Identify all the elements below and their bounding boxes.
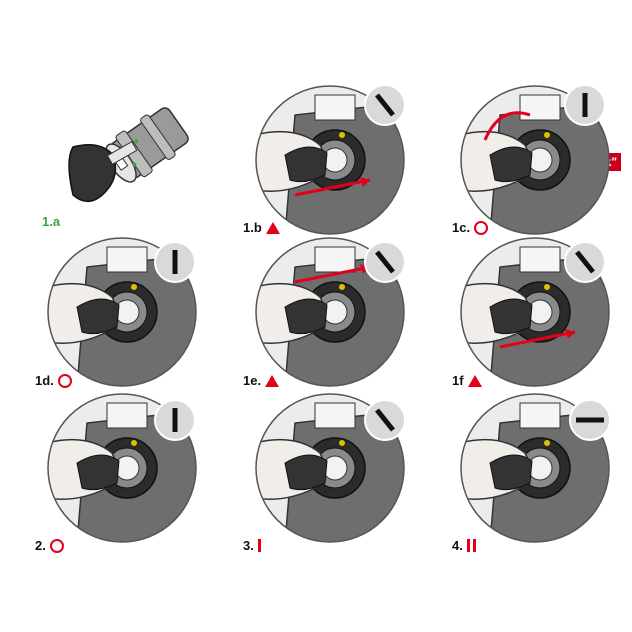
- panel-2: [47, 393, 197, 543]
- panel-1a: [55, 85, 205, 215]
- panel-1e: [255, 237, 405, 387]
- step-label-text: 4.: [452, 538, 463, 553]
- step-label-1d: 1d.: [35, 373, 72, 388]
- circle-icon: [49, 538, 64, 553]
- double-bar-icon: [466, 539, 476, 552]
- position-indicator-icon: [563, 240, 607, 284]
- step-label-1c: 1c.: [452, 220, 489, 235]
- step-label-text: 1.a: [42, 214, 61, 229]
- triangle-icon: [265, 221, 280, 234]
- lock-cylinder-illustration: [68, 107, 189, 203]
- triangle-icon: [265, 374, 280, 387]
- panel-illustration: [47, 393, 197, 543]
- panel-illustration: [47, 237, 197, 387]
- panel-1d: [47, 237, 197, 387]
- step-label-1a: 1.a: [42, 214, 60, 229]
- step-label-text: 1e.: [243, 373, 262, 388]
- triangle-icon: [467, 374, 482, 387]
- position-indicator-icon: [568, 398, 612, 442]
- step-label-1e: 1e.: [243, 373, 280, 388]
- step-label-1b: 1.b: [243, 220, 280, 235]
- position-indicator-icon: [363, 398, 407, 442]
- step-label-text: 1d.: [35, 373, 54, 388]
- position-indicator-icon: [563, 83, 607, 127]
- step-label-1f: 1f: [452, 373, 482, 388]
- position-indicator-icon: [153, 240, 197, 284]
- step-label-4: 4.: [452, 538, 476, 553]
- step-label-text: 1.b: [243, 220, 262, 235]
- bar-icon: [257, 539, 261, 552]
- circle-icon: [57, 373, 72, 388]
- panel-4: [460, 393, 610, 543]
- step-label-3: 3.: [243, 538, 261, 553]
- position-indicator-icon: [363, 83, 407, 127]
- step-label-text: 2.: [35, 538, 46, 553]
- panel-illustration: [255, 237, 405, 387]
- step-label-2: 2.: [35, 538, 64, 553]
- circle-icon: [474, 220, 489, 235]
- step-label-text: 1c.: [452, 220, 471, 235]
- position-indicator-icon: [153, 398, 197, 442]
- step-label-text: 3.: [243, 538, 254, 553]
- position-indicator-icon: [363, 240, 407, 284]
- panel-illustration: [460, 393, 610, 543]
- step-label-text: 1f: [452, 373, 464, 388]
